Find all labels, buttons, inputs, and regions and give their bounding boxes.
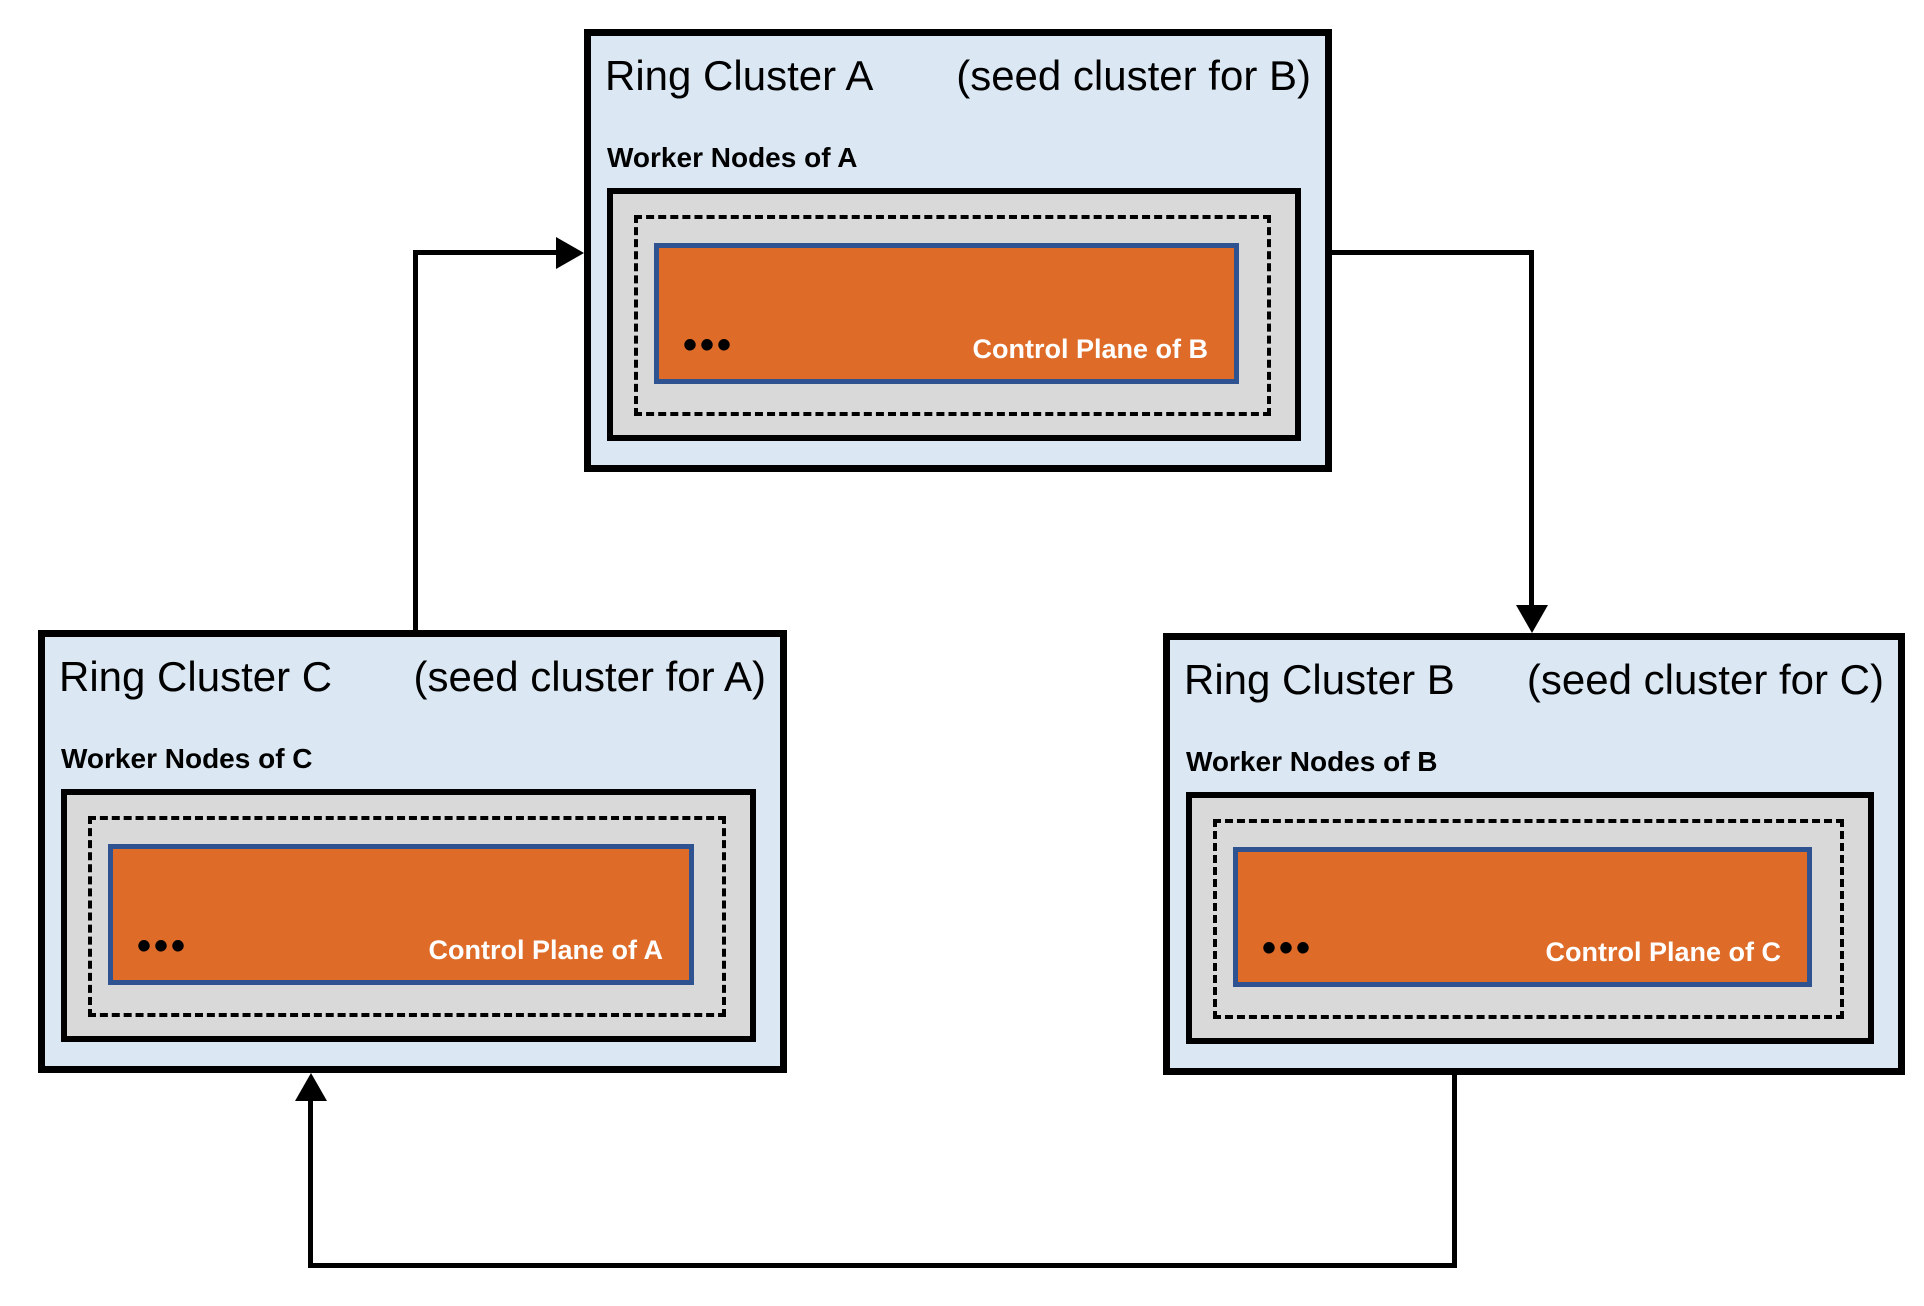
cluster-a-worker-nodes-label: Worker Nodes of A bbox=[607, 142, 858, 174]
cluster-b-dashed-region: ••• Control Plane of C bbox=[1213, 819, 1844, 1019]
cluster-c-seed-note: (seed cluster for A) bbox=[413, 653, 766, 700]
cluster-a-title: Ring Cluster A bbox=[605, 52, 874, 99]
cluster-c-title: Ring Cluster C bbox=[59, 653, 333, 700]
ellipsis-dots: ••• bbox=[1262, 926, 1314, 970]
arrow-c-to-a-vertical-segment bbox=[413, 250, 418, 630]
cluster-b-worker-nodes-box: ••• Control Plane of C bbox=[1186, 792, 1874, 1044]
cluster-c-dashed-region: ••• Control Plane of A bbox=[88, 816, 726, 1017]
arrow-a-to-b-arrowhead bbox=[1516, 605, 1548, 633]
arrow-b-to-c-horizontal-segment bbox=[308, 1263, 1457, 1268]
cluster-c-worker-nodes-box: ••• Control Plane of A bbox=[61, 789, 756, 1042]
ring-cluster-c-box: Ring Cluster C (seed cluster for A) Work… bbox=[38, 630, 787, 1073]
cluster-b-title-row: Ring Cluster B (seed cluster for C) bbox=[1184, 656, 1884, 704]
cluster-c-worker-nodes-label: Worker Nodes of C bbox=[61, 743, 313, 775]
cluster-a-title-row: Ring Cluster A (seed cluster for B) bbox=[605, 52, 1311, 100]
cluster-a-hosted-control-plane-box: ••• Control Plane of B bbox=[654, 243, 1239, 384]
arrow-c-to-a-horizontal-segment bbox=[413, 250, 558, 255]
arrow-b-to-c-ascending-segment bbox=[308, 1101, 313, 1268]
cluster-a-control-plane-label: Control Plane of B bbox=[972, 333, 1209, 364]
cluster-c-control-plane-label: Control Plane of A bbox=[428, 934, 664, 965]
cluster-b-worker-nodes-label: Worker Nodes of B bbox=[1186, 746, 1438, 778]
cluster-b-title: Ring Cluster B bbox=[1184, 656, 1455, 703]
arrow-a-to-b-vertical-segment bbox=[1529, 250, 1534, 607]
arrow-a-to-b-horizontal-segment bbox=[1332, 250, 1534, 255]
arrow-b-to-c-descending-segment bbox=[1452, 1075, 1457, 1268]
ring-cluster-a-box: Ring Cluster A (seed cluster for B) Work… bbox=[584, 29, 1332, 472]
ellipsis-dots: ••• bbox=[683, 323, 735, 367]
cluster-c-hosted-control-plane-box: ••• Control Plane of A bbox=[108, 844, 694, 985]
cluster-a-worker-nodes-box: ••• Control Plane of B bbox=[607, 188, 1301, 441]
cluster-b-hosted-control-plane-box: ••• Control Plane of C bbox=[1233, 847, 1812, 987]
ellipsis-dots: ••• bbox=[137, 924, 189, 968]
cluster-b-seed-note: (seed cluster for C) bbox=[1526, 656, 1884, 703]
arrow-b-to-c-arrowhead bbox=[295, 1073, 327, 1101]
cluster-a-seed-note: (seed cluster for B) bbox=[956, 52, 1311, 99]
cluster-b-control-plane-label: Control Plane of C bbox=[1545, 936, 1782, 967]
arrow-c-to-a-arrowhead bbox=[556, 237, 584, 269]
ring-cluster-b-box: Ring Cluster B (seed cluster for C) Work… bbox=[1163, 633, 1905, 1075]
cluster-c-title-row: Ring Cluster C (seed cluster for A) bbox=[59, 653, 766, 701]
cluster-a-dashed-region: ••• Control Plane of B bbox=[634, 215, 1271, 416]
